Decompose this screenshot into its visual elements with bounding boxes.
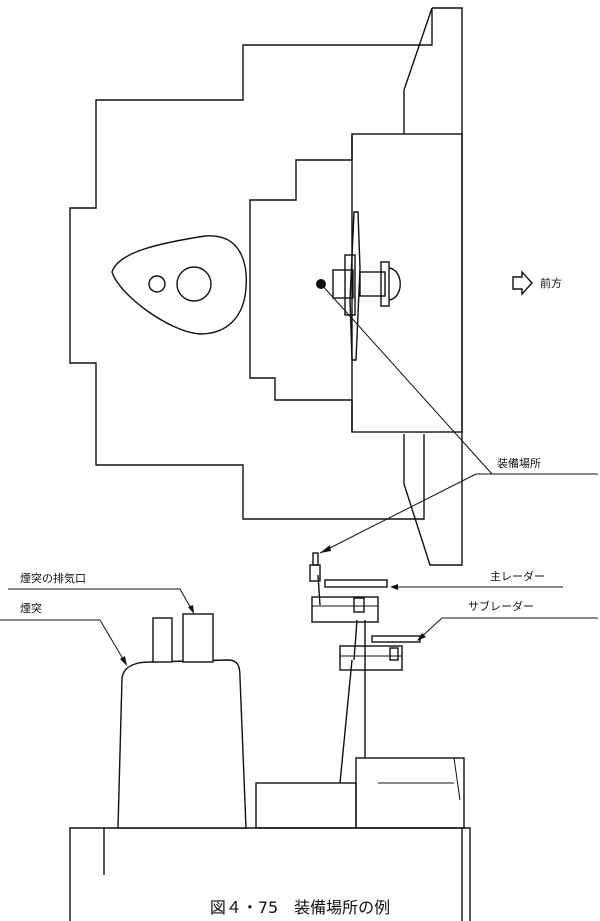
funnel-label: 煙突	[20, 601, 42, 615]
sub-radar-scanner	[371, 635, 421, 643]
install-location-label: 装備場所	[497, 457, 541, 470]
mast-side	[309, 552, 421, 784]
exhaust-pipe-small	[152, 617, 173, 663]
figure-caption: 図４・75 装備場所の例	[210, 898, 390, 917]
leader-side	[319, 473, 477, 554]
wheelhouse-block	[351, 133, 463, 433]
sub-radar-label: サブレーダー	[468, 599, 534, 613]
top-view: 前方	[69, 7, 562, 566]
wheelhouse-side	[355, 757, 465, 829]
mast-plan	[316, 211, 401, 361]
inner-deck-outline	[249, 134, 353, 432]
main-radar-scanner	[324, 579, 388, 588]
funnel-side	[117, 659, 247, 829]
exhaust-small	[148, 275, 166, 293]
forward-arrow-icon	[512, 270, 533, 296]
sub-platform	[339, 645, 403, 671]
radar-scanner-plan	[349, 211, 361, 361]
superstructure-outline	[69, 8, 433, 520]
exhaust-pipe-large	[182, 613, 214, 663]
main-radar-label: 主レーダー	[490, 569, 545, 583]
funnel-top	[111, 235, 247, 335]
side-view: 主レーダー サブレーダー 煙突の排気口 煙突	[0, 552, 598, 921]
forward-label: 前方	[540, 276, 562, 290]
exhaust-large	[176, 266, 212, 302]
leader-top	[320, 283, 493, 475]
bridge-wing	[403, 7, 463, 566]
bridge-base	[255, 782, 357, 829]
funnel-exhaust-label: 煙突の排気口	[20, 571, 86, 585]
main-platform	[311, 596, 379, 623]
